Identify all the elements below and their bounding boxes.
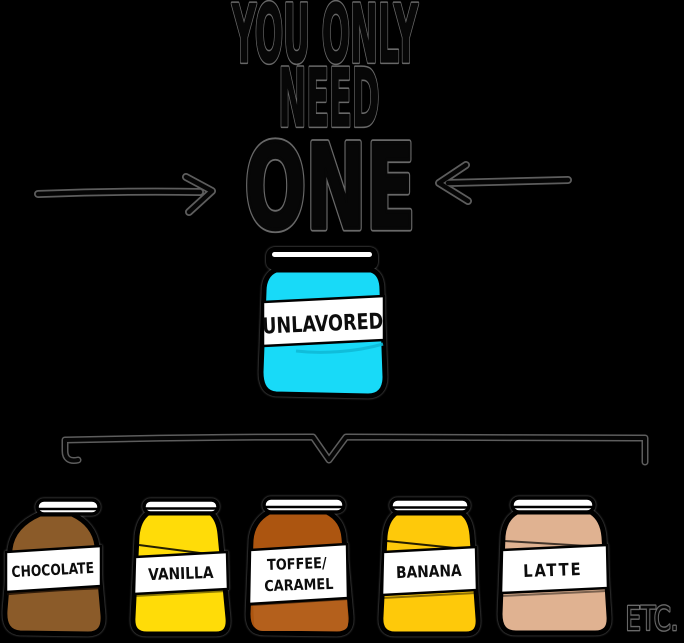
jar-latte: LATTE xyxy=(497,496,612,636)
jar-toffee-caramel: TOFFEE/ CARAMEL xyxy=(245,496,354,637)
jar-toffee-lower-fill xyxy=(253,597,348,631)
distribution-bracket xyxy=(61,433,649,466)
title-line2-fringe: NEED xyxy=(279,53,380,146)
jar-banana-shade-line xyxy=(382,592,477,599)
title-line2: NEED xyxy=(279,53,380,146)
title-line3: ONE xyxy=(245,120,416,256)
title: YOU ONLY YOU ONLY NEED NEED ONE ONE xyxy=(230,0,420,259)
left-arrow-stroke xyxy=(35,174,215,215)
jar-vanilla-shade-line xyxy=(134,590,228,597)
bracket-stroke xyxy=(63,435,647,464)
etc-text-fringe: ETC. xyxy=(626,599,679,638)
unflavored-jar-label: UNLAVORED xyxy=(262,309,384,340)
jar-chocolate-shade-line xyxy=(6,586,101,596)
title-line1: YOU ONLY xyxy=(231,0,418,82)
right-pointing-arrow-icon xyxy=(34,173,216,216)
jar-toffee-label-band xyxy=(247,542,350,606)
jar-latte-shade-line xyxy=(501,590,608,597)
unflavored-jar: UNLAVORED xyxy=(258,247,388,399)
jar-vanilla-label: VANILLA xyxy=(148,563,214,585)
jar-chocolate-label-band xyxy=(4,544,103,594)
jar-chocolate-label: CHOCOLATE xyxy=(11,560,94,582)
jar-banana-label-band xyxy=(380,545,479,597)
unflavored-jar-label-band xyxy=(261,294,386,348)
jar-toffee-lid xyxy=(262,496,346,514)
etc-caption: ETC. ETC. xyxy=(624,598,679,639)
jar-chocolate-lid xyxy=(35,498,101,516)
title-line3-fringe: ONE xyxy=(245,120,416,256)
jar-vanilla-lid xyxy=(142,498,220,515)
unflavored-jar-lid xyxy=(266,247,378,270)
jar-banana: BANANA xyxy=(378,497,481,637)
title-line1-fringe: YOU ONLY xyxy=(231,0,418,82)
jar-toffee-label-line2: CARAMEL xyxy=(264,576,334,596)
bracket-fringe xyxy=(61,433,649,466)
jar-latte-label-band xyxy=(499,543,610,595)
jar-banana-label: BANANA xyxy=(396,561,463,583)
jar-toffee-label-line1: TOFFEE/ xyxy=(267,555,328,574)
etc-text: ETC. xyxy=(626,599,679,638)
right-arrow-stroke xyxy=(436,162,571,204)
left-pointing-arrow-icon xyxy=(435,161,572,205)
jar-vanilla-label-band xyxy=(132,550,230,596)
jar-banana-lid xyxy=(389,497,471,514)
jar-vanilla: VANILLA xyxy=(130,498,231,637)
jar-latte-label: LATTE xyxy=(523,559,583,582)
unflavored-jar-lid-highlight xyxy=(272,252,372,257)
unflavored-jar-shade-line xyxy=(295,342,384,354)
jar-latte-lid xyxy=(510,496,596,514)
jar-chocolate: CHOCOLATE xyxy=(2,498,106,637)
